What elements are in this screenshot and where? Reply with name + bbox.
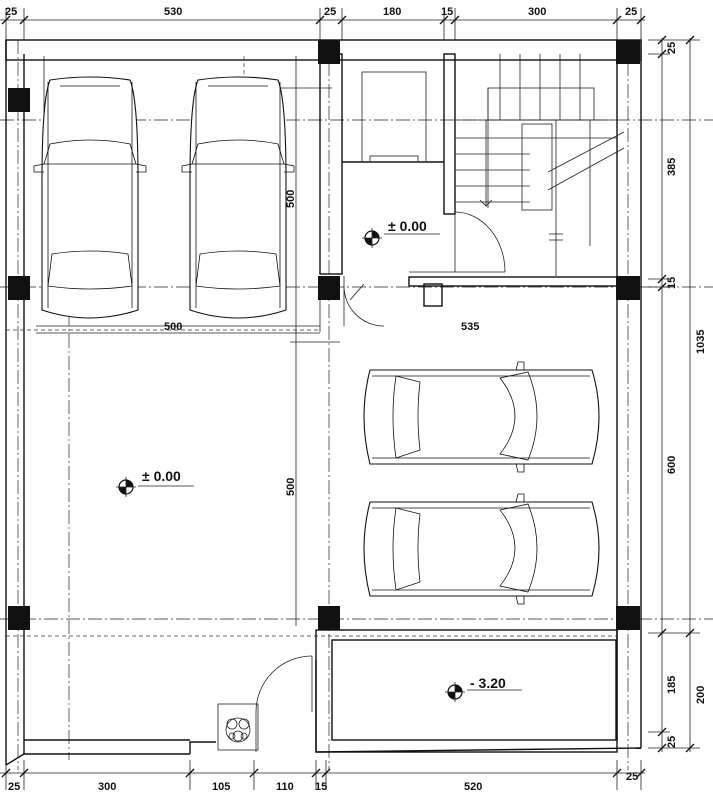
- level-hall-text: ± 0.00: [388, 218, 427, 234]
- bottom-dimension-chain: 25 300 105 110 15 520 25: [0, 760, 646, 793]
- dim-bottom-1: 25: [8, 781, 20, 793]
- dim-right-outer-1: 1035: [695, 330, 707, 354]
- column: [318, 40, 340, 64]
- dim-right-outer-2: 200: [695, 686, 707, 704]
- dim-right-2: 385: [666, 158, 678, 176]
- car-horizontal-1: [363, 361, 600, 473]
- level-marker-hall: ± 0.00: [362, 218, 440, 248]
- dim-bottom-6: 520: [464, 781, 482, 793]
- structural-columns: [8, 40, 640, 630]
- level-marker-garage: ± 0.00: [116, 468, 194, 497]
- column: [318, 606, 340, 630]
- dim-top-7: 25: [625, 6, 637, 18]
- column: [616, 606, 640, 630]
- dim-top-2: 530: [164, 6, 182, 18]
- staircase: [361, 54, 625, 276]
- dim-right-4: 600: [666, 456, 678, 474]
- dim-right-5: 185: [666, 676, 678, 694]
- dim-top-6: 300: [528, 6, 546, 18]
- dim-top-3: 25: [324, 6, 336, 18]
- dim-top-5: 15: [441, 6, 453, 18]
- dim-bay-depth-mid: 500: [285, 478, 297, 496]
- dim-top-1: 25: [5, 6, 17, 18]
- dim-bottom-3: 105: [212, 781, 230, 793]
- dim-right-6: 25: [666, 736, 678, 748]
- column: [8, 276, 30, 300]
- level-marker-pit: - 3.20: [445, 675, 522, 702]
- planter: [217, 703, 259, 751]
- level-pit-text: - 3.20: [470, 675, 506, 691]
- column: [616, 276, 640, 300]
- car-vertical-1: [33, 76, 147, 319]
- dim-bottom-4: 110: [276, 781, 294, 793]
- dim-bottom-5: 15: [315, 781, 327, 793]
- dim-garage-right-width: 535: [461, 321, 479, 333]
- car-horizontal-2: [363, 493, 600, 605]
- column: [616, 40, 640, 64]
- dim-top-4: 180: [383, 6, 401, 18]
- dim-right-3: 15: [666, 277, 678, 289]
- car-vertical-2: [181, 76, 295, 319]
- interior-dimensions: 500 535 500 500: [36, 190, 479, 496]
- column: [8, 606, 30, 630]
- doors: [255, 211, 506, 752]
- dim-right-1: 25: [666, 42, 678, 54]
- interior-walls: [36, 53, 618, 753]
- level-garage-text: ± 0.00: [142, 468, 181, 484]
- dim-garage-left-width: 500: [164, 321, 182, 333]
- right-dimension-chain: 25 385 15 600 185 25 1035 200: [648, 35, 707, 753]
- dim-bottom-2: 300: [98, 781, 116, 793]
- dim-bottom-7: 25: [626, 771, 638, 783]
- top-dimension-chain: 25 530 25 180 15 300 25: [0, 6, 646, 40]
- column: [8, 88, 30, 112]
- dim-bay-depth-top: 500: [285, 190, 297, 208]
- column: [318, 276, 340, 300]
